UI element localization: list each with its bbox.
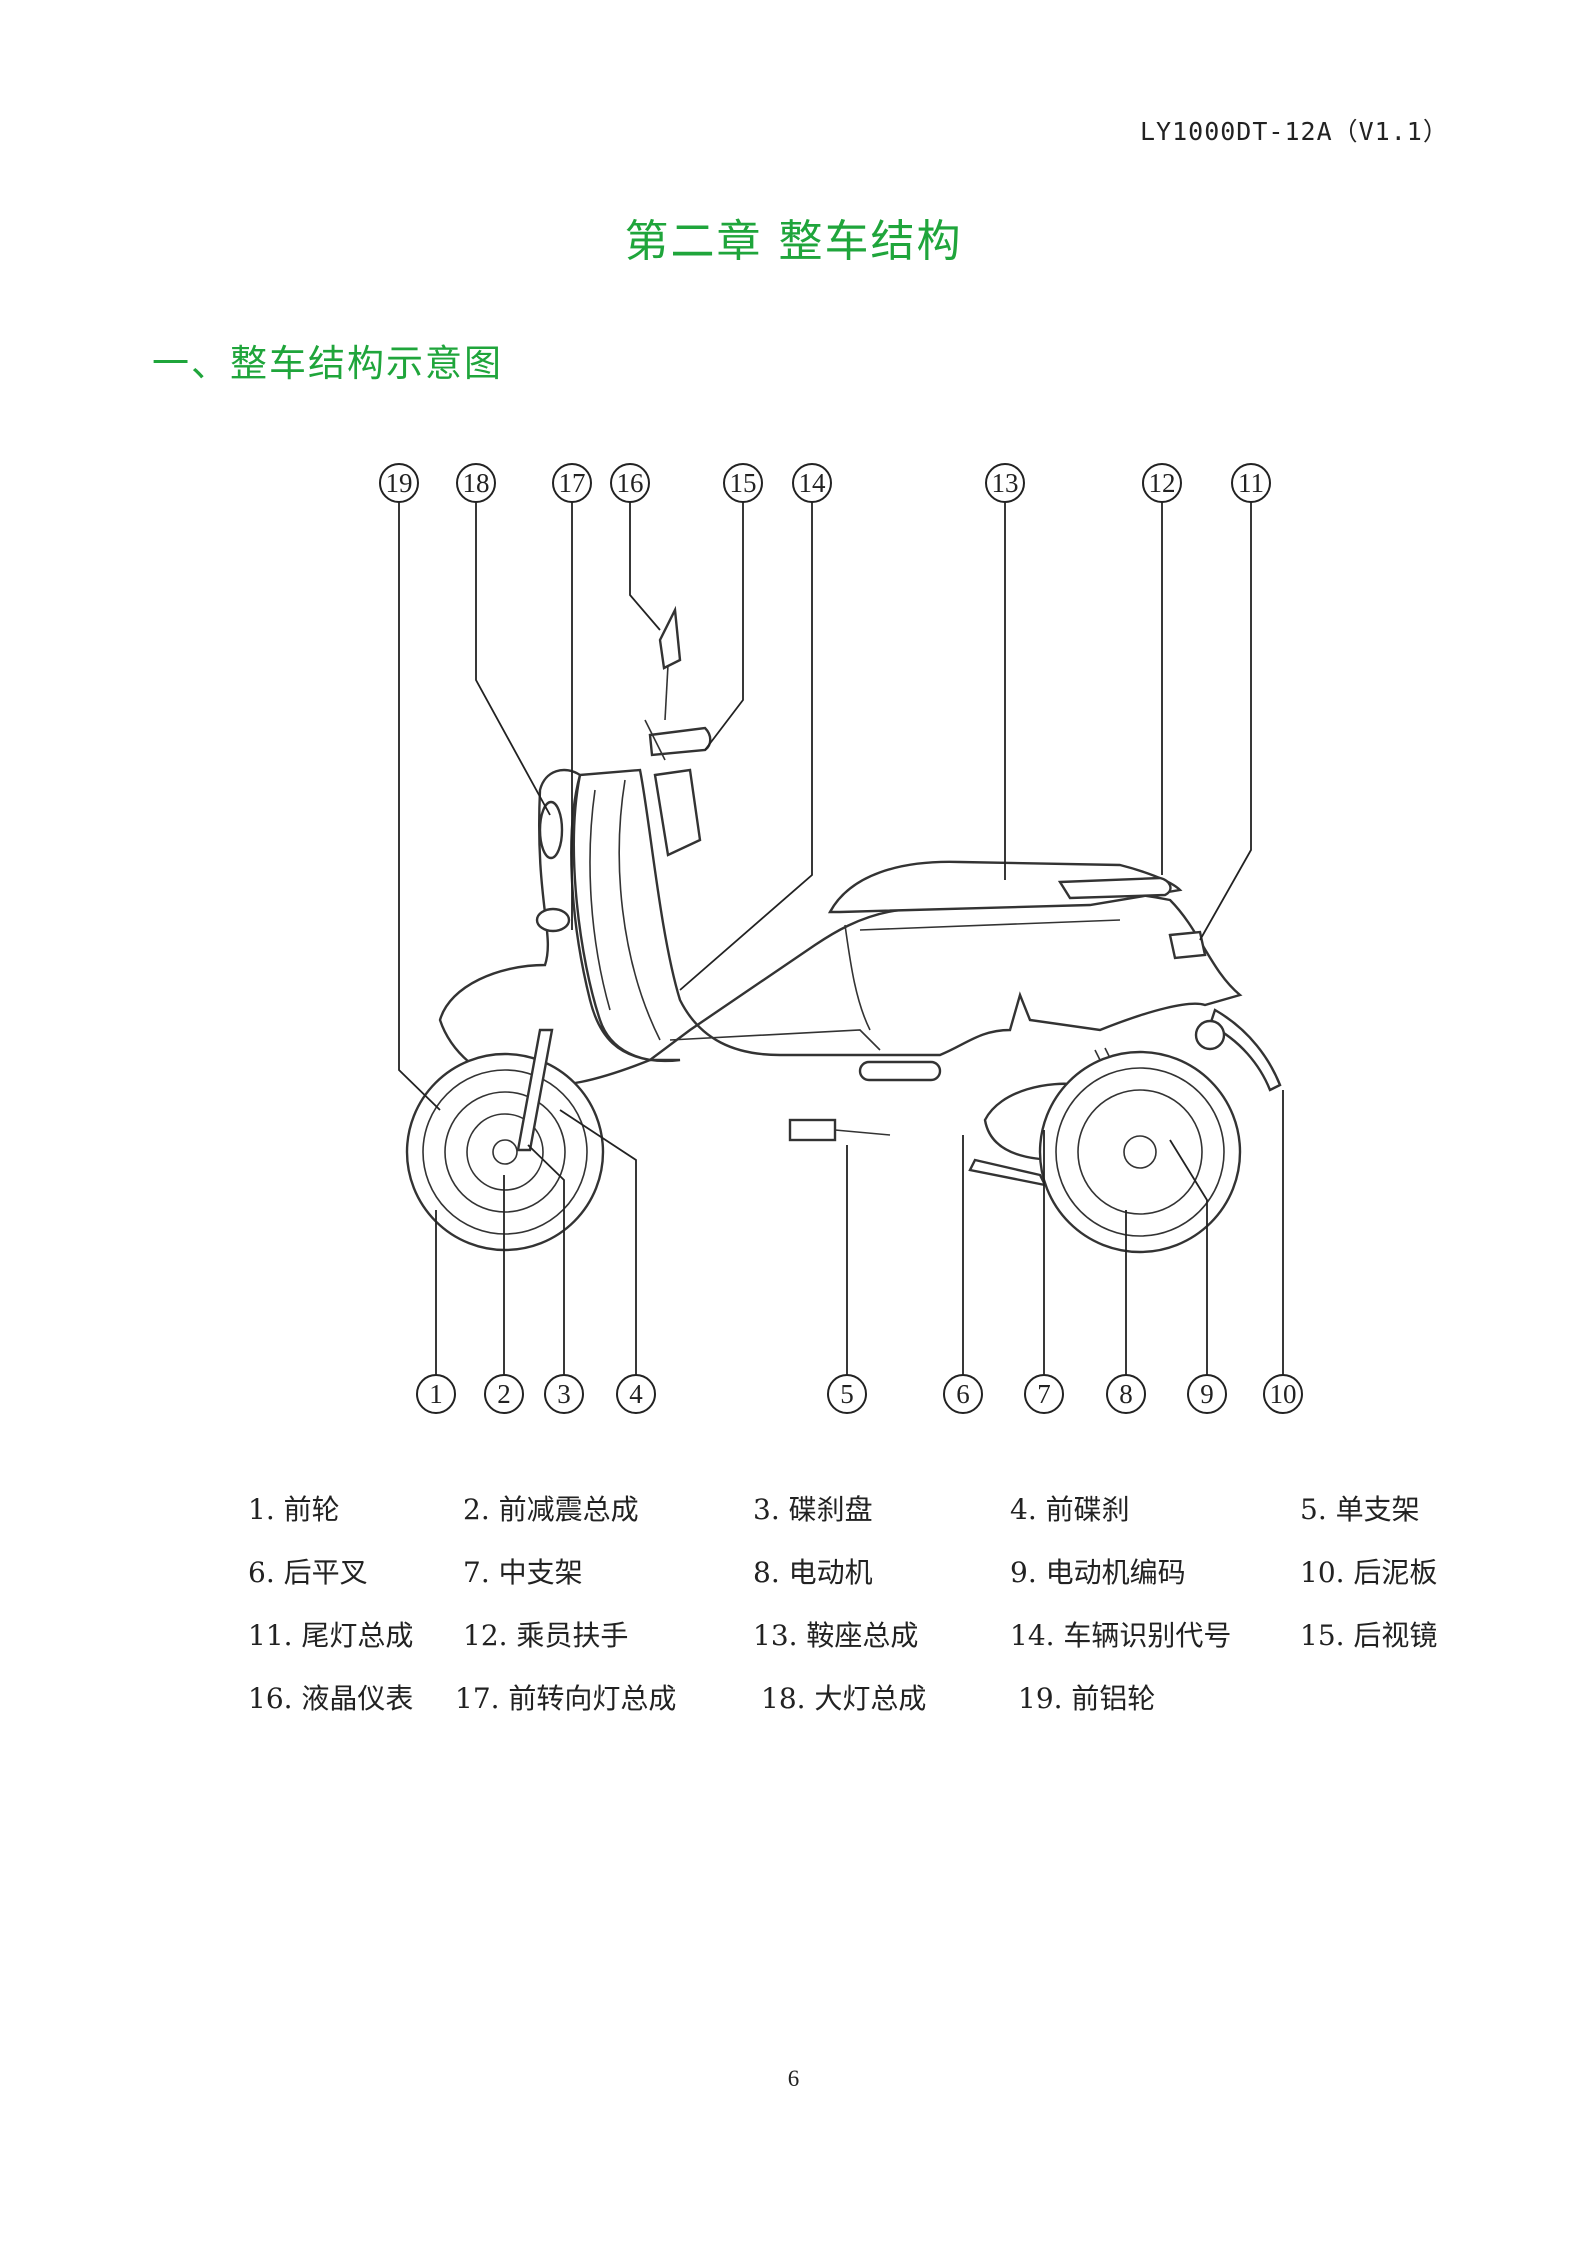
callout-17: 17 [552, 463, 592, 503]
svg-text:8: 8 [1119, 1379, 1133, 1409]
chapter-title: 第二章 整车结构 [624, 216, 963, 267]
legend-item-14: 14. 车辆识别代号 [1010, 1619, 1232, 1652]
legend-item-13: 13. 鞍座总成 [753, 1619, 919, 1652]
svg-text:17: 17 [559, 468, 586, 498]
callout-13: 13 [985, 463, 1025, 503]
legend-row: 1. 前轮 2. 前减震总成 3. 碟刹盘 4. 前碟刹 5. 单支架 [248, 1488, 1488, 1551]
svg-text:2: 2 [497, 1379, 511, 1409]
svg-text:6: 6 [956, 1379, 970, 1409]
callout-16: 16 [610, 463, 650, 503]
svg-text:16: 16 [617, 468, 644, 498]
legend-row: 16. 液晶仪表 17. 前转向灯总成 18. 大灯总成 19. 前铝轮 [248, 1677, 1488, 1740]
callout-7: 7 [1024, 1374, 1064, 1414]
svg-text:4: 4 [629, 1379, 643, 1409]
callout-5: 5 [827, 1374, 867, 1414]
legend-row: 11. 尾灯总成 12. 乘员扶手 13. 鞍座总成 14. 车辆识别代号 15… [248, 1614, 1488, 1677]
legend-item-9: 9. 电动机编码 [1010, 1556, 1186, 1589]
legend-item-4: 4. 前碟刹 [1010, 1493, 1130, 1526]
svg-text:18: 18 [463, 468, 490, 498]
svg-text:10: 10 [1270, 1379, 1297, 1409]
svg-text:1: 1 [429, 1379, 443, 1409]
callout-4: 4 [616, 1374, 656, 1414]
callout-1: 1 [416, 1374, 456, 1414]
parts-legend: 1. 前轮 2. 前减震总成 3. 碟刹盘 4. 前碟刹 5. 单支架 6. 后… [248, 1488, 1488, 1740]
legend-item-1: 1. 前轮 [248, 1493, 340, 1526]
callout-15: 15 [723, 463, 763, 503]
callout-19: 19 [379, 463, 419, 503]
scooter-structure-diagram: 19 18 17 16 15 14 13 12 11 1 2 [379, 463, 1303, 1414]
svg-text:9: 9 [1200, 1379, 1214, 1409]
scooter-drawing [405, 605, 1282, 1254]
leader-lines-top [398, 502, 1252, 1111]
legend-row: 6. 后平叉 7. 中支架 8. 电动机 9. 电动机编码 10. 后泥板 [248, 1551, 1488, 1614]
section-title: 一、整车结构示意图 [152, 342, 503, 385]
callout-18: 18 [456, 463, 496, 503]
svg-text:5: 5 [840, 1379, 854, 1409]
legend-item-18: 18. 大灯总成 [761, 1682, 927, 1715]
legend-item-8: 8. 电动机 [753, 1556, 873, 1589]
svg-text:19: 19 [386, 468, 413, 498]
callout-2: 2 [484, 1374, 524, 1414]
legend-item-2: 2. 前减震总成 [463, 1493, 639, 1526]
svg-text:7: 7 [1037, 1379, 1051, 1409]
svg-text:13: 13 [992, 468, 1019, 498]
legend-item-11: 11. 尾灯总成 [248, 1619, 414, 1652]
callout-6: 6 [943, 1374, 983, 1414]
callout-3: 3 [544, 1374, 584, 1414]
document-code: LY1000DT-12A（V1.1） [1140, 117, 1449, 146]
legend-item-15: 15. 后视镜 [1300, 1619, 1438, 1652]
svg-text:3: 3 [557, 1379, 571, 1409]
legend-item-12: 12. 乘员扶手 [463, 1619, 629, 1652]
legend-item-10: 10. 后泥板 [1300, 1556, 1438, 1589]
legend-item-16: 16. 液晶仪表 [248, 1682, 414, 1715]
callout-8: 8 [1106, 1374, 1146, 1414]
page-number: 6 [787, 2066, 800, 2091]
leader-lines-bottom [435, 1090, 1284, 1375]
legend-item-19: 19. 前铝轮 [1018, 1682, 1156, 1715]
svg-text:15: 15 [730, 468, 757, 498]
legend-item-5: 5. 单支架 [1300, 1493, 1420, 1526]
callout-9: 9 [1187, 1374, 1227, 1414]
callout-12: 12 [1142, 463, 1182, 503]
legend-item-7: 7. 中支架 [463, 1556, 583, 1589]
callout-11: 11 [1231, 463, 1271, 503]
callout-10: 10 [1263, 1374, 1303, 1414]
svg-text:11: 11 [1238, 468, 1264, 498]
svg-text:12: 12 [1149, 468, 1176, 498]
legend-item-3: 3. 碟刹盘 [753, 1493, 873, 1526]
callout-14: 14 [792, 463, 832, 503]
svg-text:14: 14 [799, 468, 827, 498]
legend-item-6: 6. 后平叉 [248, 1556, 368, 1589]
legend-item-17: 17. 前转向灯总成 [455, 1682, 677, 1715]
